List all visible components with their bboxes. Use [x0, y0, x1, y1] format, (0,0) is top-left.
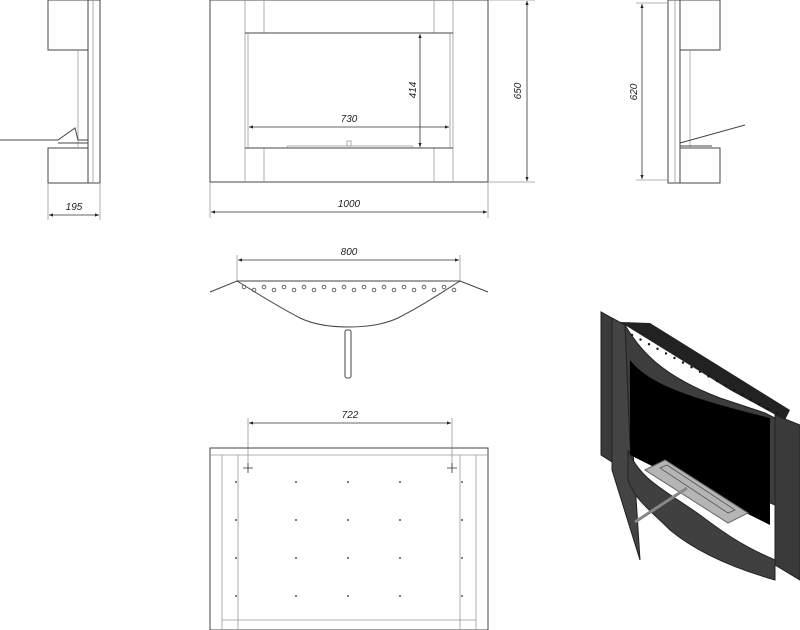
dimension-650: 650: [488, 0, 535, 183]
hole-mark: [401, 284, 407, 290]
hole-mark: [758, 402, 761, 406]
hole-mark: [331, 287, 337, 293]
hole-mark: [391, 287, 397, 293]
hole-mark: [399, 519, 401, 521]
hole-mark: [291, 287, 297, 293]
hole-mark: [399, 557, 401, 559]
hole-mark: [647, 343, 651, 346]
hole-mark: [351, 287, 357, 293]
hole-mark: [698, 370, 702, 373]
hole-mark: [295, 481, 297, 483]
hole-mark: [235, 519, 237, 521]
hole-mark: [664, 352, 668, 355]
burner-handle: [634, 486, 688, 524]
hole-mark: [775, 412, 778, 415]
dimension-label: 1000: [338, 199, 361, 210]
hole-mark: [235, 595, 237, 597]
hole-mark: [347, 519, 349, 521]
hole-mark: [461, 519, 463, 521]
hole-mark: [295, 557, 297, 559]
hole-mark: [301, 284, 307, 290]
hole-mark: [724, 384, 727, 387]
dimension-label: 722: [342, 410, 359, 421]
hole-mark: [347, 595, 349, 597]
dimension-label: 800: [341, 247, 358, 258]
hole-mark: [707, 375, 710, 378]
hole-mark: [371, 287, 377, 293]
dimension-label: 414: [408, 81, 419, 98]
top-view: 800: [209, 247, 489, 379]
hole-mark: [295, 519, 297, 521]
hole-mark: [235, 557, 237, 559]
hole-mark: [690, 366, 693, 369]
hole-mark: [311, 287, 317, 293]
dimension-label: 620: [629, 83, 640, 100]
hole-mark: [441, 284, 447, 290]
hole-mark: [235, 481, 237, 483]
hole-mark: [321, 284, 327, 290]
dimension-1000: 1000: [209, 182, 489, 218]
hole-mark: [347, 481, 349, 483]
hole-mark: [461, 557, 463, 559]
hole-mark: [732, 389, 736, 392]
hole-mark: [421, 284, 427, 290]
hole-mark: [656, 347, 659, 350]
hole-mark: [461, 481, 463, 483]
hole-mark: [639, 338, 642, 341]
dimension-label: 730: [341, 114, 358, 125]
dimension-195: 195: [47, 183, 101, 220]
left-side-view: 195: [0, 0, 101, 220]
hole-mark: [749, 398, 753, 401]
isometric-render: [600, 311, 800, 581]
front-view: 730 414 650 1000: [209, 0, 535, 218]
hole-mark: [431, 287, 437, 293]
hole-mark: [281, 284, 287, 290]
hole-mark: [381, 284, 387, 290]
hole-mark: [271, 287, 277, 293]
hole-mark: [361, 284, 367, 290]
right-side-view: 620: [629, 0, 746, 184]
hole-mark: [341, 284, 347, 290]
hole-mark: [630, 333, 634, 337]
hole-mark: [295, 595, 297, 597]
hole-mark: [673, 356, 676, 360]
dimension-label: 650: [513, 82, 524, 99]
hole-mark: [766, 407, 770, 410]
hole-mark: [681, 361, 685, 364]
dimension-414: 414: [408, 34, 422, 147]
hole-mark: [251, 287, 257, 293]
hole-mark: [399, 595, 401, 597]
dimension-620: 620: [629, 2, 668, 181]
dimension-label: 195: [66, 202, 83, 213]
hole-mark: [399, 481, 401, 483]
hole-mark: [261, 284, 267, 290]
hole-mark: [461, 595, 463, 597]
dimension-730: 730: [249, 114, 449, 129]
hole-mark: [715, 379, 719, 383]
hole-mark: [347, 557, 349, 559]
rear-view: 722: [209, 410, 489, 630]
hole-mark: [451, 287, 457, 293]
hole-mark: [411, 287, 417, 293]
hole-mark: [241, 284, 247, 290]
hole-mark: [741, 393, 744, 396]
